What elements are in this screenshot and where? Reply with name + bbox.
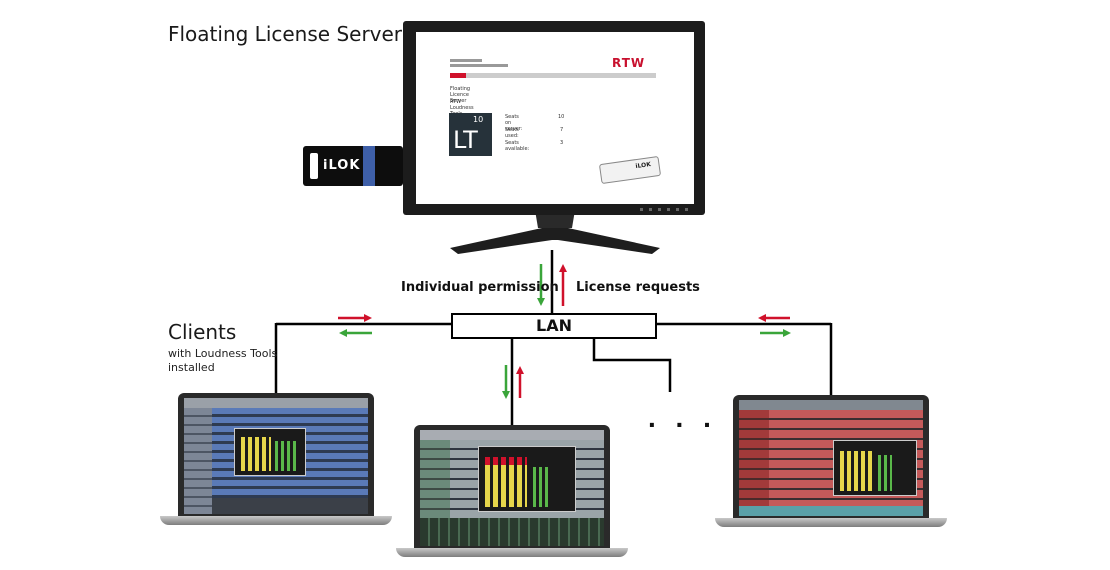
meter-peaks — [485, 457, 527, 465]
daw-toolbar — [184, 398, 368, 408]
loudness-plugin-window — [234, 428, 306, 476]
additional-clients-line — [592, 337, 672, 392]
lt-product-badge: 10 LT — [449, 113, 492, 156]
seats-available-label: Seats available: — [505, 140, 530, 152]
screen-header-bar — [450, 64, 508, 67]
seats-used-value: 7 — [560, 127, 564, 133]
laptop-right-base — [715, 518, 947, 527]
daw-toolbar — [420, 430, 604, 440]
lan-box: LAN — [451, 313, 657, 339]
screen-progress-bar — [450, 73, 656, 78]
daw-toolbar — [739, 400, 923, 410]
laptop-right-screen — [739, 400, 923, 516]
ilok-slot — [310, 153, 318, 179]
laptop-left-base — [160, 516, 392, 525]
screen-header-bar — [450, 59, 482, 62]
daw-track-list — [420, 440, 450, 518]
badge-seat-count: 10 — [473, 115, 484, 124]
loudness-plugin-window — [833, 440, 917, 496]
seats-used-label: Seats used: — [505, 127, 519, 139]
small-ilok-brand: iLOK — [635, 161, 652, 171]
meter-bars-green — [533, 467, 549, 507]
meter-bars-green — [878, 455, 892, 491]
rtw-logo: RTW — [612, 56, 646, 70]
meter-bars-green — [275, 441, 299, 471]
daw-mixer — [420, 518, 604, 546]
ilok-dongle: iLOK — [303, 146, 403, 186]
ilok-band — [363, 146, 375, 186]
screen-heading: Floating Licence Server — [450, 86, 471, 104]
meter-bars — [840, 451, 874, 491]
loudness-plugin-window — [478, 446, 576, 512]
seats-available-value: 3 — [560, 140, 564, 146]
daw-track-list — [739, 410, 769, 506]
ilok-brand: iLOK — [323, 158, 361, 173]
meter-bars — [485, 457, 527, 507]
laptop-middle-screen — [420, 430, 604, 546]
individual-permission-label: Individual permission — [401, 280, 559, 295]
clients-title: Clients — [168, 320, 237, 344]
more-clients-ellipsis: . . . — [648, 402, 717, 433]
laptop-left-screen — [184, 398, 368, 514]
monitor-buttons — [640, 208, 690, 211]
meter-bars — [241, 437, 271, 471]
daw-footer — [739, 506, 923, 516]
clients-subtitle: with Loudness Tools installed — [168, 347, 278, 374]
license-requests-label: License requests — [576, 280, 700, 295]
laptop-middle-base — [396, 548, 628, 557]
badge-text: LT — [453, 126, 478, 154]
seats-on-server-value: 10 — [558, 114, 565, 120]
daw-track-list — [184, 408, 212, 514]
seats-on-server-label: Seats on server: — [505, 114, 523, 132]
monitor-stand-icon — [450, 210, 660, 254]
screen-progress-fill — [450, 73, 466, 78]
server-title: Floating License Server — [168, 22, 403, 46]
